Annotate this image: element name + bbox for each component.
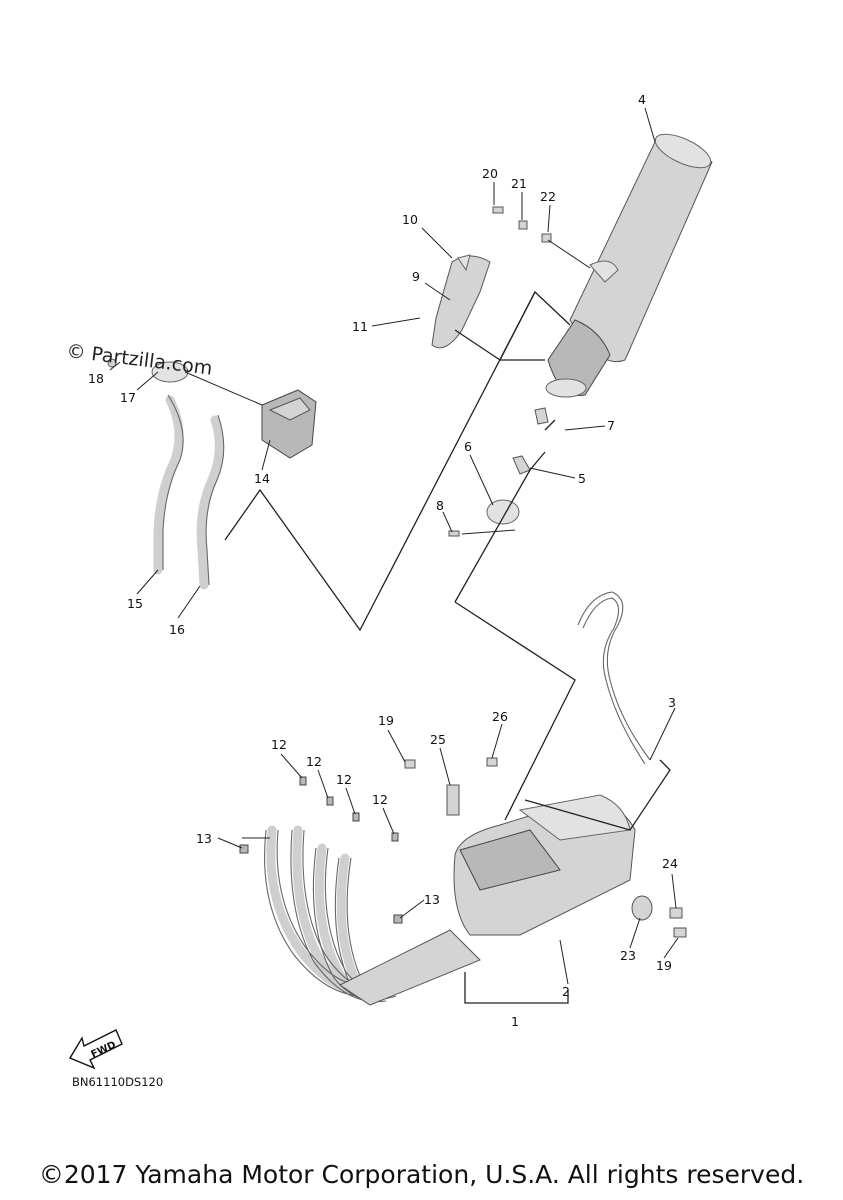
muffler-bracket-part-9[interactable] [431, 254, 491, 349]
nut-part-19-right[interactable] [673, 927, 687, 938]
callout-4: 4 [638, 92, 646, 107]
callout-14: 14 [254, 471, 270, 486]
bolt-part-19-left[interactable] [404, 759, 416, 769]
stud-bolts-part-12[interactable] [299, 776, 399, 842]
exhaust-valve-part-14[interactable] [261, 389, 317, 459]
callout-21: 21 [511, 176, 527, 191]
bolt-part-26[interactable] [486, 757, 498, 767]
pulley-part-17[interactable] [151, 361, 189, 383]
callout-19-right: 19 [656, 958, 672, 973]
callout-22: 22 [540, 189, 556, 204]
callout-17: 17 [120, 390, 136, 405]
copyright-notice: ©2017 Yamaha Motor Corporation, U.S.A. A… [38, 1160, 805, 1189]
callout-10: 10 [402, 212, 418, 227]
gasket-part-7[interactable] [534, 407, 549, 425]
clamp-bolt-part-5[interactable] [512, 455, 531, 475]
nut-part-22[interactable] [541, 233, 552, 243]
exhaust-header-part-1[interactable] [264, 825, 481, 1006]
callout-25: 25 [430, 732, 446, 747]
cable-part-16[interactable] [196, 414, 225, 590]
callout-12-c: 12 [336, 772, 352, 787]
callout-13-left: 13 [196, 831, 212, 846]
washer-part-21[interactable] [518, 220, 528, 230]
joint-clamp-part-6[interactable] [486, 499, 520, 525]
callout-23: 23 [620, 948, 636, 963]
bolt-part-24[interactable] [669, 907, 683, 919]
callout-3: 3 [668, 695, 676, 710]
cable-part-15[interactable] [153, 394, 184, 575]
callout-labels: 4 20 21 22 10 9 11 18 17 14 15 16 7 5 6 … [88, 92, 678, 1029]
gasket-part-23[interactable] [631, 895, 653, 921]
callout-16: 16 [169, 622, 185, 637]
sensor-part-3[interactable] [577, 591, 651, 765]
callout-20: 20 [482, 166, 498, 181]
callout-12-b: 12 [306, 754, 322, 769]
assembly-lines [224, 290, 671, 1004]
callout-18: 18 [88, 371, 104, 386]
callout-19-top: 19 [378, 713, 394, 728]
callout-5: 5 [578, 471, 586, 486]
callout-1: 1 [511, 1014, 519, 1029]
callout-6: 6 [464, 439, 472, 454]
callout-26: 26 [492, 709, 508, 724]
callout-15: 15 [127, 596, 143, 611]
callout-13-right: 13 [424, 892, 440, 907]
callout-12-d: 12 [372, 792, 388, 807]
bolt-part-8[interactable] [448, 530, 460, 537]
leader-lines [109, 107, 679, 985]
callout-7: 7 [607, 418, 615, 433]
callout-24: 24 [662, 856, 678, 871]
diagram-code: BN61110DS120 [72, 1075, 164, 1089]
callout-11: 11 [352, 319, 368, 334]
callout-9: 9 [412, 269, 420, 284]
forward-arrow-icon: FWD [68, 1029, 123, 1070]
sensor-part-25[interactable] [446, 784, 460, 816]
callout-8: 8 [436, 498, 444, 513]
bolt-part-20[interactable] [492, 206, 504, 214]
screw-part-18[interactable] [107, 358, 117, 368]
callout-2: 2 [562, 984, 570, 999]
callout-12-a: 12 [271, 737, 287, 752]
nuts-part-13[interactable] [239, 844, 403, 924]
collector-body [453, 794, 636, 936]
muffler-part-4[interactable] [545, 127, 715, 398]
